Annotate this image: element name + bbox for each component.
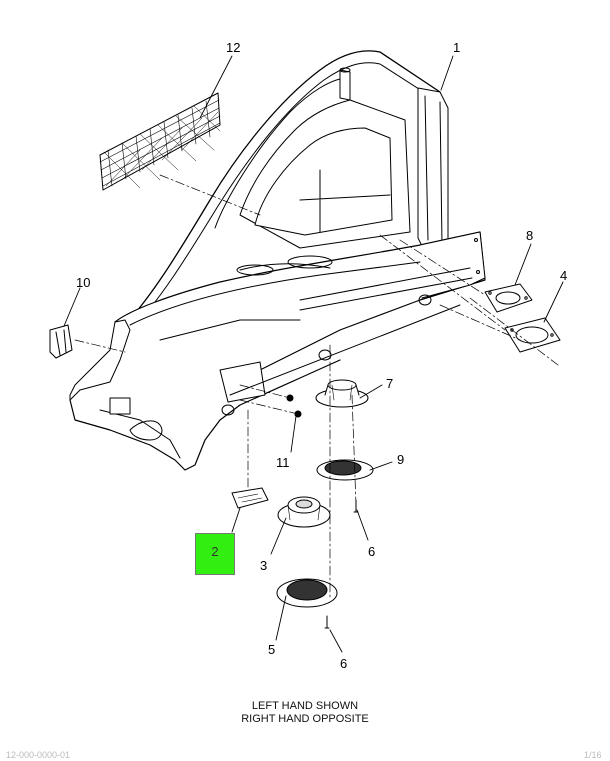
grille-upper [316, 459, 374, 481]
fasteners [286, 394, 302, 418]
callout-6b: 6 [340, 656, 347, 671]
speaker-upper [315, 379, 369, 408]
speaker-ring [504, 317, 561, 353]
assembly-lines [74, 174, 559, 599]
caption-line-2: RIGHT HAND OPPOSITE [241, 713, 369, 725]
end-cap [49, 324, 73, 359]
speaker-lower [277, 496, 331, 528]
highlight-callout-2[interactable]: 2 [195, 533, 235, 575]
callout-9: 9 [397, 452, 404, 467]
callout-8: 8 [526, 228, 533, 243]
callout-12: 12 [226, 40, 240, 55]
callout-3: 3 [260, 558, 267, 573]
cargo-net [99, 92, 221, 191]
caption-line-1: LEFT HAND SHOWN [251, 700, 359, 712]
trim-panel [69, 50, 486, 471]
callout-4: 4 [560, 268, 567, 283]
module [231, 487, 269, 509]
callout-11: 11 [276, 455, 290, 470]
callout-10: 10 [76, 275, 90, 290]
callout-6a: 6 [368, 544, 375, 559]
callout-7: 7 [386, 376, 393, 391]
footer-page-number: 1/16 [584, 750, 602, 760]
grille-lower [276, 578, 338, 608]
callout-1: 1 [453, 40, 460, 55]
callout-5: 5 [268, 642, 275, 657]
callout-2: 2 [211, 544, 219, 559]
footer-drawing-number: 12-000-0000-01 [6, 750, 71, 760]
leader-lines [63, 55, 564, 653]
speaker-gasket [484, 283, 533, 313]
